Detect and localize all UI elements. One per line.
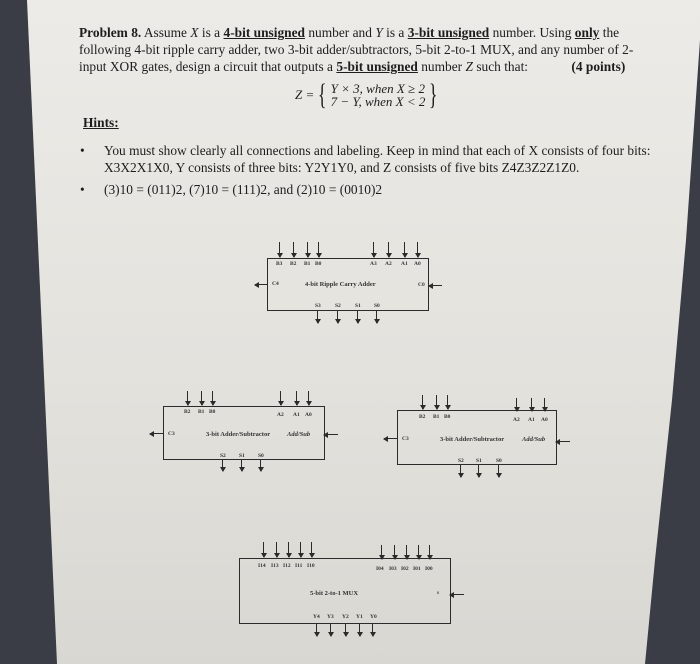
problem-heading: Problem 8.	[79, 25, 142, 40]
piecewise-equation: Z = { Y × 3, when X ≥ 2 7 − Y, when X < …	[295, 78, 438, 111]
arrow-down-icon	[197, 391, 206, 406]
case-1: Y × 3, when X ≥ 2	[330, 81, 425, 96]
arrow-down-icon	[443, 395, 452, 410]
arrow-down-icon	[314, 242, 323, 258]
arrow-down-icon	[512, 398, 521, 412]
select-label: s	[437, 590, 440, 596]
bullet-icon: •	[80, 182, 85, 197]
arrow-down-icon	[275, 242, 284, 258]
arrow-down-icon	[237, 459, 246, 472]
arrow-down-icon	[296, 542, 305, 558]
arrow-down-icon	[304, 391, 313, 406]
arrow-down-icon	[540, 398, 549, 412]
arrow-down-icon	[259, 542, 268, 558]
addsub-right-block	[397, 410, 557, 465]
arrow-down-icon	[400, 242, 409, 258]
left-brace: {	[318, 78, 327, 111]
arrow-down-icon	[390, 545, 399, 560]
arrow-left-icon	[449, 590, 464, 599]
ripple-adder-title: 4-bit Ripple Carry Adder	[305, 281, 376, 288]
arrow-down-icon	[326, 623, 335, 637]
arrow-down-icon	[272, 542, 281, 558]
arrow-left-icon	[428, 281, 442, 290]
x-bit-width: 4-bit unsigned	[223, 25, 306, 40]
arrow-left-icon	[149, 429, 163, 438]
arrow-down-icon	[384, 242, 393, 258]
hint-bullet-2: • (3)10 = (011)2, (7)10 = (111)2, and (2…	[80, 182, 383, 197]
arrow-down-icon	[418, 395, 427, 410]
arrow-down-icon	[425, 545, 434, 560]
addsub-left-title: 3-bit Adder/Subtractor	[206, 431, 271, 438]
arrow-down-icon	[369, 242, 378, 258]
arrow-down-icon	[432, 395, 441, 410]
arrow-down-icon	[353, 310, 362, 324]
arrow-down-icon	[527, 398, 536, 412]
arrow-down-icon	[218, 459, 227, 472]
arrow-down-icon	[474, 464, 483, 478]
problem-statement: Problem 8. Assume X is a 4-bit unsigned …	[79, 25, 634, 74]
arrow-left-icon	[323, 430, 338, 439]
arrow-down-icon	[289, 242, 298, 258]
y-bit-width: 3-bit unsigned	[407, 25, 490, 40]
arrow-left-icon	[254, 280, 267, 289]
arrow-down-icon	[292, 391, 301, 406]
arrow-down-icon	[355, 623, 364, 637]
hint-bullet-1: • You must show clearly all connections …	[80, 143, 651, 175]
right-brace: }	[429, 78, 438, 111]
arrow-down-icon	[494, 464, 503, 478]
arrow-down-icon	[402, 545, 411, 560]
arrow-down-icon	[377, 545, 386, 560]
arrow-down-icon	[313, 310, 322, 324]
arrow-down-icon	[368, 623, 377, 637]
arrow-down-icon	[183, 391, 192, 406]
arrow-down-icon	[208, 391, 217, 406]
case-2: 7 − Y, when X < 2	[330, 94, 426, 109]
bullet-icon: •	[80, 143, 85, 158]
arrow-down-icon	[256, 459, 265, 472]
arrow-down-icon	[333, 310, 342, 324]
arrow-down-icon	[341, 623, 350, 637]
arrow-left-icon	[555, 437, 570, 446]
arrow-down-icon	[284, 542, 293, 558]
arrow-down-icon	[276, 391, 285, 406]
arrow-down-icon	[307, 542, 316, 558]
add-sub-control-label: Add/Sub	[287, 431, 311, 438]
arrow-down-icon	[413, 242, 422, 258]
arrow-down-icon	[456, 464, 465, 478]
z-bit-width: 5-bit unsigned	[336, 59, 418, 74]
only-emphasis: only	[574, 25, 600, 40]
mux-title: 5-bit 2-to-1 MUX	[310, 590, 359, 597]
addsub-right-title: 3-bit Adder/Subtractor	[440, 436, 505, 443]
arrow-down-icon	[312, 623, 321, 637]
arrow-down-icon	[414, 545, 423, 560]
arrow-down-icon	[303, 242, 312, 258]
points-label: (4 points)	[571, 59, 626, 74]
hints-title: Hints:	[83, 115, 119, 130]
arrow-left-icon	[383, 434, 397, 443]
add-sub-control-label: Add/Sub	[522, 436, 546, 443]
arrow-down-icon	[372, 310, 381, 324]
